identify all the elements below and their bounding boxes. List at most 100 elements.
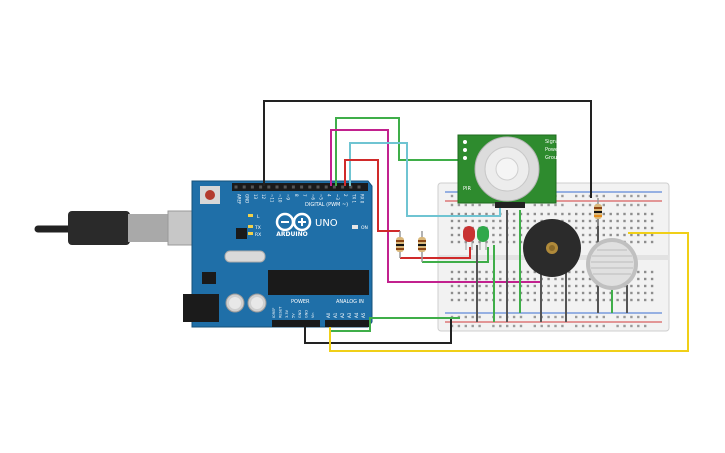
breadboard-hole[interactable] (575, 219, 578, 223)
breadboard-hole[interactable] (644, 270, 647, 274)
breadboard-hole[interactable] (568, 291, 571, 295)
breadboard-hole[interactable] (512, 240, 516, 244)
piezo-buzzer[interactable] (523, 219, 581, 277)
breadboard-hole[interactable] (547, 212, 550, 216)
breadboard-hole[interactable] (650, 233, 654, 237)
breadboard-hole[interactable] (650, 270, 654, 274)
breadboard-hole[interactable] (499, 226, 502, 230)
breadboard-hole[interactable] (533, 212, 536, 216)
header-pin[interactable] (324, 185, 328, 189)
rail-hole[interactable] (616, 194, 619, 198)
breadboard-hole[interactable] (464, 219, 467, 223)
rail-hole[interactable] (561, 315, 564, 319)
breadboard-hole[interactable] (616, 226, 619, 230)
breadboard-hole[interactable] (464, 212, 467, 216)
breadboard-hole[interactable] (588, 240, 592, 244)
breadboard-hole[interactable] (609, 226, 612, 230)
breadboard-hole[interactable] (637, 291, 640, 295)
breadboard-hole[interactable] (602, 219, 605, 223)
breadboard-hole[interactable] (478, 270, 481, 274)
rail-hole[interactable] (471, 324, 474, 328)
breadboard-hole[interactable] (650, 277, 654, 281)
breadboard-hole[interactable] (450, 284, 454, 288)
breadboard-hole[interactable] (609, 212, 612, 216)
breadboard-hole[interactable] (526, 298, 530, 302)
rail-hole[interactable] (644, 324, 647, 328)
rail-hole[interactable] (519, 315, 523, 319)
breadboard-hole[interactable] (450, 240, 454, 244)
breadboard-hole[interactable] (547, 277, 550, 281)
breadboard-hole[interactable] (575, 270, 578, 274)
breadboard-hole[interactable] (561, 284, 564, 288)
breadboard-hole[interactable] (637, 277, 640, 281)
rail-hole[interactable] (595, 194, 599, 198)
rail-hole[interactable] (630, 315, 633, 319)
breadboard-hole[interactable] (650, 212, 654, 216)
breadboard-hole[interactable] (561, 291, 564, 295)
breadboard-hole[interactable] (588, 219, 592, 223)
breadboard-hole[interactable] (499, 233, 502, 237)
rail-hole[interactable] (464, 324, 467, 328)
breadboard-hole[interactable] (450, 291, 454, 295)
resistor-3[interactable] (594, 198, 602, 226)
breadboard-hole[interactable] (554, 291, 557, 295)
breadboard-hole[interactable] (485, 298, 488, 302)
breadboard-hole[interactable] (602, 298, 605, 302)
breadboard-hole[interactable] (575, 291, 578, 295)
header-pin[interactable] (341, 185, 345, 189)
breadboard-hole[interactable] (485, 219, 488, 223)
rail-hole[interactable] (595, 324, 599, 328)
header-pin[interactable] (357, 185, 361, 189)
breadboard-hole[interactable] (512, 277, 516, 281)
rail-hole[interactable] (637, 203, 640, 207)
breadboard-hole[interactable] (526, 270, 530, 274)
breadboard-hole[interactable] (595, 291, 599, 295)
breadboard-hole[interactable] (644, 291, 647, 295)
breadboard-hole[interactable] (450, 298, 454, 302)
breadboard-hole[interactable] (512, 212, 516, 216)
rail-hole[interactable] (581, 194, 585, 198)
rail-hole[interactable] (561, 324, 564, 328)
rail-hole[interactable] (519, 324, 523, 328)
breadboard-hole[interactable] (616, 219, 619, 223)
rail-hole[interactable] (637, 194, 640, 198)
gas-sensor[interactable] (586, 238, 638, 290)
breadboard-hole[interactable] (464, 298, 467, 302)
breadboard-hole[interactable] (630, 219, 633, 223)
breadboard-hole[interactable] (588, 277, 592, 281)
rail-hole[interactable] (540, 203, 543, 207)
rail-hole[interactable] (478, 203, 481, 207)
breadboard-hole[interactable] (464, 291, 467, 295)
rail-hole[interactable] (554, 315, 557, 319)
breadboard-hole[interactable] (595, 233, 599, 237)
breadboard-hole[interactable] (561, 277, 564, 281)
breadboard-hole[interactable] (547, 284, 550, 288)
wire-red[interactable] (344, 159, 400, 232)
breadboard-hole[interactable] (623, 233, 626, 237)
breadboard-hole[interactable] (637, 240, 640, 244)
rail-hole[interactable] (547, 315, 550, 319)
breadboard-hole[interactable] (547, 291, 550, 295)
breadboard-hole[interactable] (568, 212, 571, 216)
breadboard-hole[interactable] (533, 270, 536, 274)
rail-hole[interactable] (457, 324, 461, 328)
breadboard-hole[interactable] (630, 298, 633, 302)
breadboard-hole[interactable] (637, 298, 640, 302)
breadboard-hole[interactable] (492, 212, 495, 216)
breadboard-hole[interactable] (471, 270, 474, 274)
breadboard-hole[interactable] (499, 291, 502, 295)
header-pin[interactable] (349, 185, 353, 189)
breadboard-hole[interactable] (644, 212, 647, 216)
rail-hole[interactable] (602, 203, 605, 207)
breadboard-hole[interactable] (602, 233, 605, 237)
rail-hole[interactable] (533, 324, 536, 328)
breadboard-hole[interactable] (616, 212, 619, 216)
header-pin[interactable] (234, 185, 238, 189)
rail-hole[interactable] (588, 203, 592, 207)
breadboard-hole[interactable] (485, 212, 488, 216)
breadboard-hole[interactable] (650, 291, 654, 295)
breadboard-hole[interactable] (547, 298, 550, 302)
breadboard-hole[interactable] (581, 298, 585, 302)
breadboard-hole[interactable] (637, 226, 640, 230)
header-pin[interactable] (316, 185, 320, 189)
